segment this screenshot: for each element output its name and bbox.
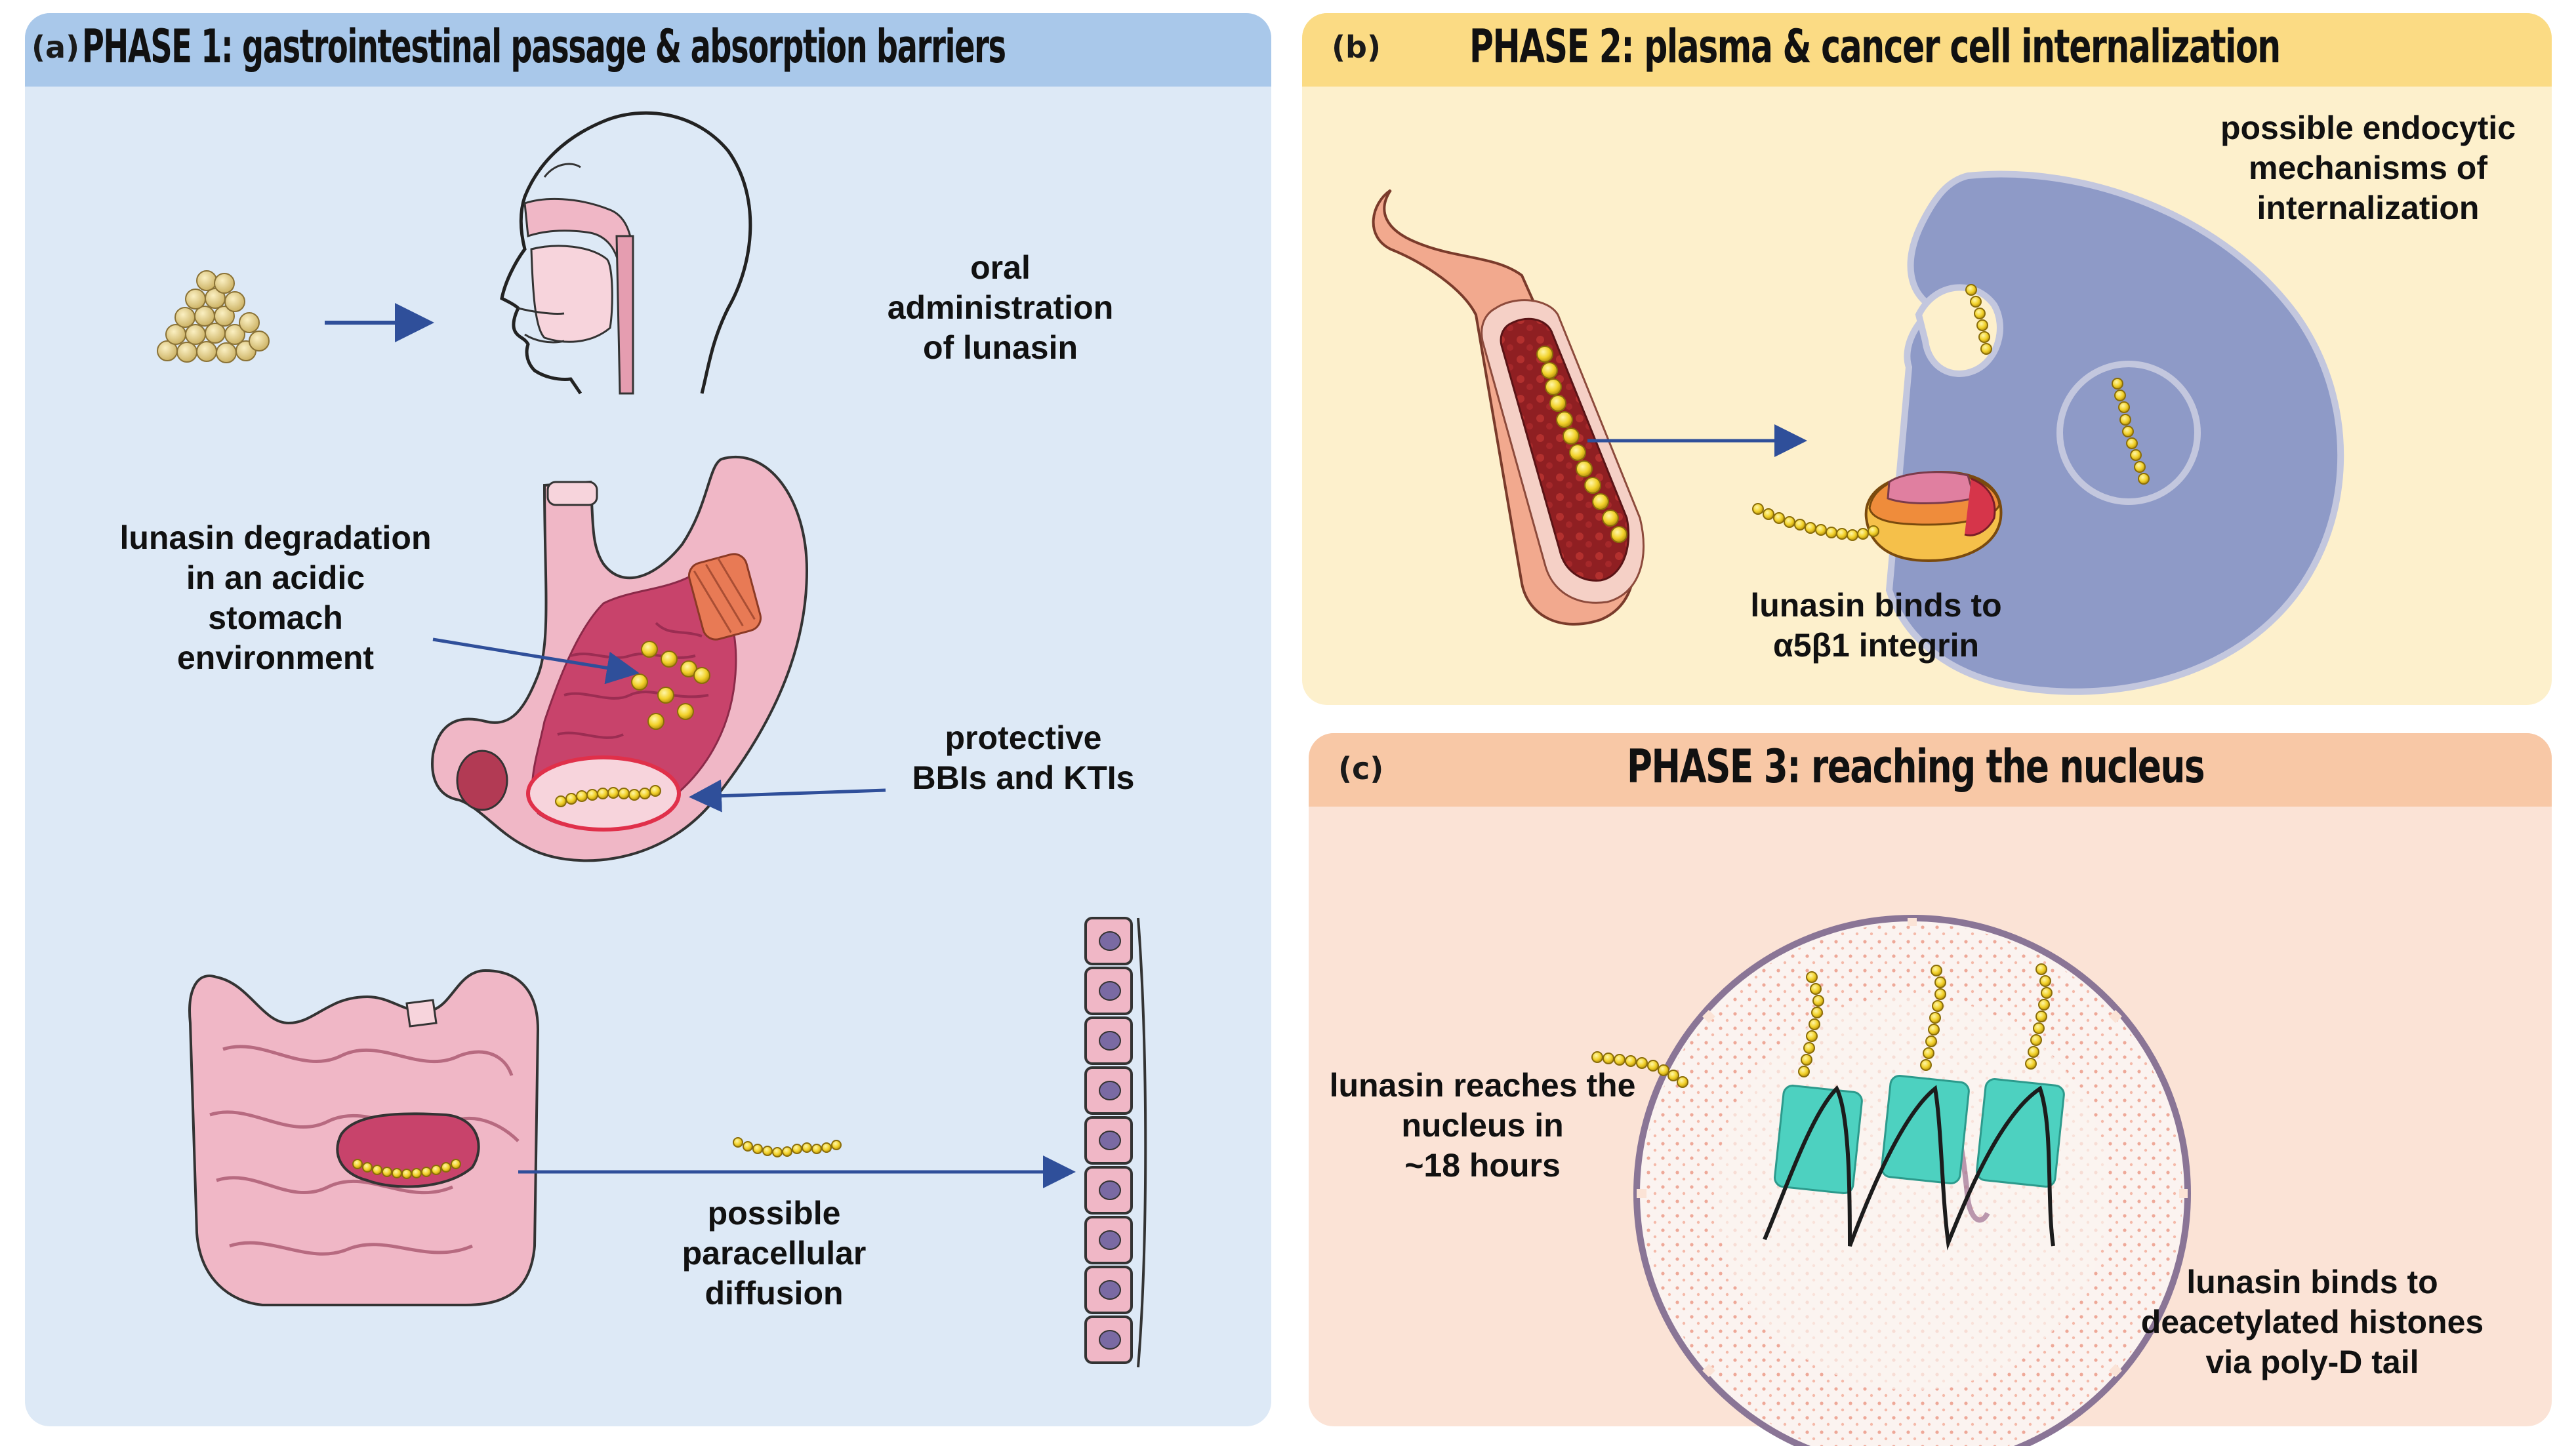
degradation-label: lunasin degradation in an acidic stomach… bbox=[119, 519, 432, 676]
integrin-label: lunasin binds to α5β1 integrin bbox=[1750, 587, 2002, 664]
endocytic-label: possible endocytic mechanisms of interna… bbox=[2220, 110, 2516, 226]
blood-vessel-icon bbox=[1372, 189, 1645, 626]
phase3-title: PHASE 3: reaching the nucleus bbox=[1627, 740, 2205, 793]
lunasin-peptide-entering bbox=[1591, 1051, 1688, 1088]
nucleus-icon bbox=[1633, 915, 2191, 1446]
lunasin-peptide-vessel bbox=[1536, 346, 1627, 543]
lunasin-peptides-histone bbox=[1798, 963, 2053, 1077]
diffusion-label: possible paracellular diffusion bbox=[682, 1195, 867, 1312]
intestine-icon bbox=[188, 969, 540, 1306]
phase1-tag: (a) bbox=[31, 30, 80, 65]
lunasin-peptide-integrin bbox=[1752, 503, 1879, 541]
phase3-tag: (c) bbox=[1338, 751, 1384, 786]
phase2-title: PHASE 2: plasma & cancer cell internaliz… bbox=[1469, 20, 2281, 73]
phase1-title: PHASE 1: gastrointestinal passage & abso… bbox=[82, 20, 1006, 73]
stomach-icon bbox=[431, 455, 809, 862]
histone-icon bbox=[1763, 1075, 2065, 1251]
protective-arrow bbox=[689, 779, 886, 813]
epithelial-cells-icon bbox=[1084, 917, 1147, 1368]
lunasin-peptide-free bbox=[733, 1137, 842, 1157]
protective-label: protective BBIs and KTIs bbox=[912, 719, 1135, 796]
integrin-receptor-icon bbox=[1864, 470, 2003, 563]
head-profile-icon bbox=[500, 111, 752, 395]
oral-administration-label: oral administration of lunasin bbox=[887, 249, 1114, 366]
soybean-pile-icon bbox=[157, 270, 270, 363]
lunasin-peptide-intestine bbox=[352, 1159, 461, 1179]
phase1-header bbox=[25, 13, 1271, 87]
lunasin-peptide-endosome bbox=[1965, 284, 2150, 485]
nucleus-reach-label: lunasin reaches the nucleus in ~18 hours bbox=[1329, 1067, 1636, 1184]
degradation-arrow bbox=[432, 637, 640, 685]
phase3-header bbox=[1309, 733, 2552, 807]
phase2-header bbox=[1302, 13, 2552, 87]
lunasin-peptide-stomach bbox=[555, 785, 661, 807]
phase2-tag: (b) bbox=[1332, 30, 1381, 65]
histone-binding-label: lunasin binds to deacetylated histones v… bbox=[2140, 1264, 2484, 1380]
